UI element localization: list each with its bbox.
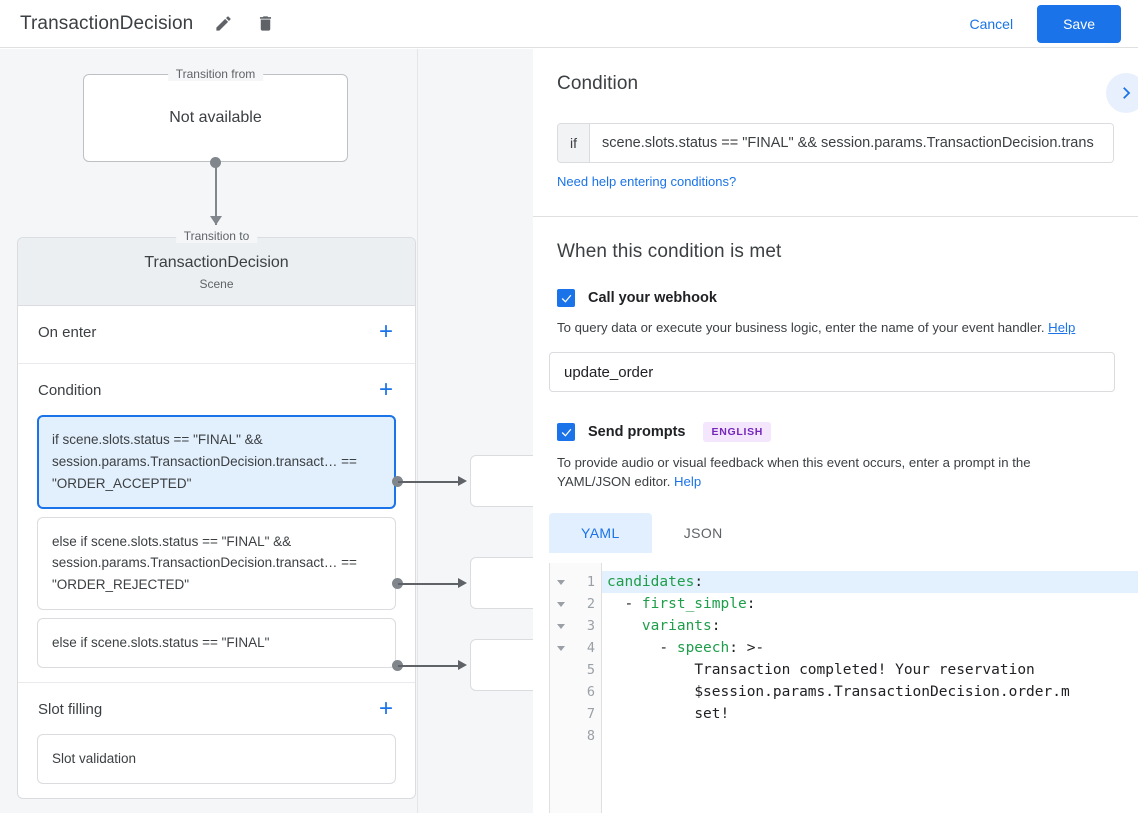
add-condition-button[interactable]: + — [378, 376, 393, 403]
condition-help-link[interactable]: Need help entering conditions? — [557, 174, 737, 189]
code-line: set! — [694, 706, 730, 723]
fold-toggle-4[interactable] — [550, 637, 572, 659]
line-number: 8 — [586, 728, 595, 745]
section-title-slot-filling: Slot filling — [38, 700, 103, 718]
line-number: 3 — [586, 618, 595, 635]
connector-line — [215, 162, 217, 225]
target-stub-final[interactable] — [470, 639, 533, 691]
transition-from-value: Not available — [169, 109, 262, 126]
webhook-help-link[interactable]: Help — [1048, 320, 1076, 335]
edge-line-final — [398, 665, 460, 667]
line-number: 5 — [586, 662, 595, 679]
code-line: candidates: — [602, 571, 1138, 594]
when-condition-met-heading: When this condition is met — [557, 241, 782, 262]
editor-code-area[interactable]: candidates: - first_simple: variants: - … — [602, 563, 1138, 813]
scene-card: Transition to TransactionDecision Scene … — [17, 229, 416, 799]
fold-toggle-3[interactable] — [550, 615, 572, 637]
fold-toggle-1[interactable] — [550, 571, 572, 593]
scene-header[interactable]: TransactionDecision Scene — [18, 238, 415, 306]
canvas-column-divider — [417, 49, 418, 813]
target-stub-accepted[interactable] — [470, 455, 533, 507]
scene-subtitle: Scene — [199, 277, 234, 291]
scene-name: TransactionDecision — [144, 254, 289, 271]
condition-chip-final[interactable]: else if scene.slots.status == "FINAL" — [37, 618, 396, 669]
language-badge: ENGLISH — [703, 422, 772, 443]
code-line: Transaction completed! Your reservation — [694, 662, 1035, 679]
send-prompts-label: Send prompts — [588, 424, 686, 441]
edge-arrow-accepted — [458, 476, 467, 486]
edge-arrow-rejected — [458, 578, 467, 588]
yaml-code-editor[interactable]: 1 2 3 4 5 6 7 8 candidates: - first_simp… — [549, 563, 1138, 813]
prompts-description: To provide audio or visual feedback when… — [533, 453, 1113, 491]
pencil-icon[interactable] — [211, 12, 235, 36]
transition-from-legend: Transition from — [167, 67, 264, 81]
prompts-help-link[interactable]: Help — [674, 474, 702, 490]
editor-format-tabs: YAML JSON — [549, 513, 1138, 554]
condition-input-row: if — [557, 123, 1114, 163]
code-line: - first_simple: — [607, 596, 756, 613]
cancel-button[interactable]: Cancel — [953, 7, 1029, 41]
if-label: if — [558, 124, 590, 162]
editor-line-numbers: 1 2 3 4 5 6 7 8 — [572, 563, 602, 813]
line-number: 7 — [586, 706, 595, 723]
condition-section: Condition if Need help entering conditio… — [533, 49, 1138, 217]
top-app-bar: TransactionDecision Cancel Save — [0, 0, 1138, 48]
condition-chip-accepted[interactable]: if scene.slots.status == "FINAL" && sess… — [37, 415, 396, 509]
condition-expression-input[interactable] — [590, 124, 1113, 162]
edge-dot-final — [392, 660, 403, 671]
webhook-description: To query data or execute your business l… — [533, 318, 1113, 337]
condition-heading: Condition — [557, 73, 639, 94]
call-webhook-row: Call your webhook — [533, 289, 1138, 307]
webhook-description-text: To query data or execute your business l… — [557, 320, 1045, 335]
prompts-description-text: To provide audio or visual feedback when… — [557, 455, 1031, 490]
flow-canvas[interactable]: Transition from Not available Transition… — [0, 49, 533, 813]
line-number: 2 — [586, 596, 595, 613]
editor-fold-gutter — [550, 563, 572, 813]
section-slot-filling: Slot filling + Slot validation — [18, 683, 415, 798]
transition-from-box: Transition from Not available — [83, 67, 348, 162]
section-title-on-enter: On enter — [38, 323, 97, 341]
fold-toggle-2[interactable] — [550, 593, 572, 615]
chevron-right-icon[interactable] — [1106, 73, 1138, 113]
trash-icon[interactable] — [253, 12, 277, 36]
call-webhook-checkbox[interactable] — [557, 289, 575, 307]
edge-line-rejected — [398, 583, 460, 585]
panel-divider — [533, 216, 1138, 217]
send-prompts-row: Send prompts ENGLISH — [533, 422, 1138, 443]
connector-arrowhead — [210, 216, 222, 225]
code-line — [602, 725, 1138, 747]
line-number: 6 — [586, 684, 595, 701]
when-condition-met-section: When this condition is met Call your web… — [533, 217, 1138, 813]
add-on-enter-button[interactable]: + — [378, 318, 393, 345]
edge-arrow-final — [458, 660, 467, 670]
section-title-condition: Condition — [38, 381, 102, 399]
topbar-actions: Cancel Save — [953, 4, 1121, 43]
code-line: variants: — [641, 618, 721, 635]
section-on-enter: On enter + — [18, 306, 415, 364]
send-prompts-checkbox[interactable] — [557, 423, 575, 442]
condition-chip-rejected[interactable]: else if scene.slots.status == "FINAL" &&… — [37, 516, 396, 611]
line-number: 4 — [586, 640, 595, 657]
tab-json[interactable]: JSON — [683, 525, 723, 542]
page-title: TransactionDecision — [20, 12, 194, 34]
section-condition: Condition + if scene.slots.status == "FI… — [18, 364, 415, 684]
edge-dot-accepted — [392, 476, 403, 487]
line-number: 1 — [586, 574, 595, 591]
tab-yaml[interactable]: YAML — [549, 513, 652, 554]
call-webhook-label: Call your webhook — [588, 290, 717, 306]
target-stub-rejected[interactable] — [470, 557, 533, 609]
code-line: $session.params.TransactionDecision.orde… — [694, 684, 1070, 701]
save-button[interactable]: Save — [1037, 4, 1121, 43]
code-line: - speech: >- — [607, 640, 765, 657]
details-panel: Condition if Need help entering conditio… — [533, 49, 1138, 813]
edge-line-accepted — [398, 481, 460, 483]
add-slot-filling-button[interactable]: + — [378, 695, 393, 723]
edge-dot-rejected — [392, 578, 403, 589]
slot-validation-chip[interactable]: Slot validation — [37, 734, 396, 784]
event-handler-input[interactable] — [549, 352, 1115, 393]
transition-to-legend: Transition to — [175, 229, 258, 243]
